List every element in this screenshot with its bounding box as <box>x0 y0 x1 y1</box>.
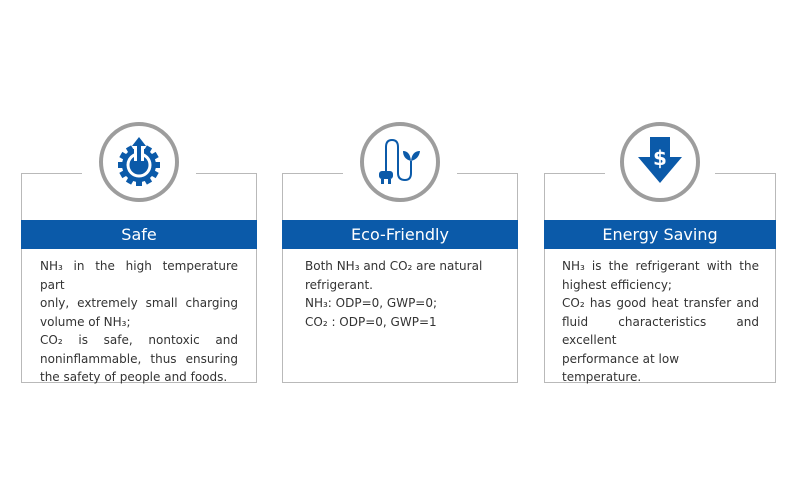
text-line: CO₂ has good heat transfer and <box>562 296 759 310</box>
text-line: CO₂ is safe, nontoxic and <box>40 333 238 347</box>
text-line: volume of NH₃; <box>40 314 131 329</box>
text-line: highest efficiency; <box>562 277 672 292</box>
text-line: NH₃ is the refrigerant with the <box>562 259 759 273</box>
divider <box>457 173 517 174</box>
text-line: fluid characteristics and excellent <box>562 314 759 348</box>
text-line: refrigerant. <box>305 277 373 292</box>
card-description: NH₃ is the refrigerant with the highest … <box>562 257 759 387</box>
text-line: Both NH₃ and CO₂ are natural <box>305 259 483 273</box>
card-eco-friendly: Eco-Friendly Both NH₃ and CO₂ are natura… <box>282 122 518 383</box>
card-title: Energy Saving <box>544 220 776 249</box>
card-title: Eco-Friendly <box>282 220 518 249</box>
divider <box>715 173 775 174</box>
text-line: noninflammable, thus ensuring <box>40 351 238 366</box>
text-line: NH₃ in the high temperature part <box>40 259 238 292</box>
divider <box>545 173 605 174</box>
divider <box>196 173 256 174</box>
card-description: Both NH₃ and CO₂ are natural refrigerant… <box>305 257 499 331</box>
card-safe: Safe NH₃ in the high temperature part on… <box>21 122 257 384</box>
card-description: NH₃ in the high temperature part only, e… <box>40 257 238 387</box>
divider <box>283 173 343 174</box>
text-line: the safety of people and foods. <box>40 370 228 384</box>
plug-leaf-icon <box>360 122 440 202</box>
divider <box>22 173 82 174</box>
card-energy-saving: $ Energy Saving NH₃ is the refrigerant w… <box>544 122 776 384</box>
gear-power-icon <box>99 122 179 202</box>
svg-text:$: $ <box>653 146 667 170</box>
dollar-down-arrow-icon: $ <box>620 122 700 202</box>
text-line: only, extremely small charging <box>40 296 238 310</box>
card-title: Safe <box>21 220 257 249</box>
text-line: NH₃: ODP=0, GWP=0; <box>305 296 438 310</box>
text-line: CO₂ : ODP=0, GWP=1 <box>305 314 437 329</box>
text-line: performance at low temperature. <box>562 351 680 385</box>
